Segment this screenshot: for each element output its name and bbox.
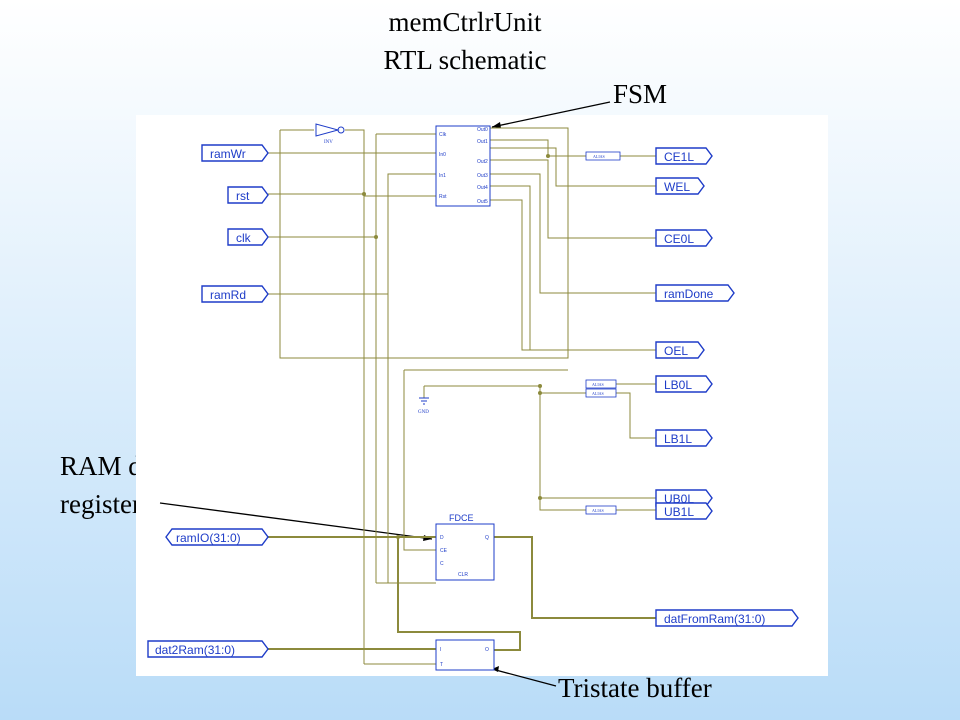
title-line-1: memCtrlrUnit <box>388 7 542 37</box>
fdce-pin-ce: CE <box>440 548 448 554</box>
register-callout-line-2: register <box>60 489 141 519</box>
ground-symbol <box>419 397 429 405</box>
port-dat2Ram: dat2Ram(31:0) <box>147 640 269 658</box>
inverter-gate: INV <box>315 123 345 145</box>
fdce-register: FDCE D CE C CLR Q <box>435 513 495 581</box>
wires <box>262 127 656 665</box>
port-label: ramIO(31:0) <box>176 531 241 545</box>
alias-label: ALIAS <box>592 382 604 387</box>
port-UB1L: UB1L <box>655 502 713 520</box>
port-label: UB1L <box>664 505 694 519</box>
alias-lb0l: ALIAS <box>585 379 617 389</box>
fdce-pin-clr: CLR <box>458 572 468 578</box>
ground-label: GND <box>418 410 429 415</box>
port-label: WEL <box>664 180 690 194</box>
port-label: OEL <box>664 344 688 358</box>
port-datFromRam: datFromRam(31:0) <box>655 609 799 627</box>
port-label: ramRd <box>210 288 246 302</box>
alias-label: ALIAS <box>592 391 604 396</box>
fsm-pin-out2: Out2 <box>477 159 488 165</box>
port-OEL: OEL <box>655 341 705 359</box>
alias-ce1l: ALIAS <box>585 151 621 161</box>
port-label: CE1L <box>664 150 694 164</box>
port-label: CE0L <box>664 232 694 246</box>
alias-label: ALIAS <box>592 508 604 513</box>
port-rst: rst <box>227 186 269 204</box>
alias-ub1l: ALIAS <box>585 505 617 515</box>
port-label: LB1L <box>664 432 692 446</box>
port-label: datFromRam(31:0) <box>664 612 765 626</box>
tristate-callout: Tristate buffer <box>558 673 712 703</box>
port-label: clk <box>236 231 252 245</box>
fsm-pin-in0: In0 <box>439 152 446 158</box>
fsm-pin-out0: Out0 <box>477 127 488 133</box>
alias-boxes: ALIAS ALIAS ALIAS ALIAS <box>585 151 621 515</box>
tristate-pin-i: I <box>440 647 441 653</box>
port-CE1L: CE1L <box>655 147 713 165</box>
fdce-pin-c: C <box>440 561 444 567</box>
fsm-pin-clk: Clk <box>439 132 447 138</box>
fsm-callout: FSM <box>613 79 668 109</box>
port-WEL: WEL <box>655 177 705 195</box>
fsm-pin-out5: Out5 <box>477 199 488 205</box>
port-label: ramDone <box>664 287 714 301</box>
fsm-pin-out3: Out3 <box>477 173 488 179</box>
port-ramDone: ramDone <box>655 284 735 302</box>
fsm-pin-rst: Rst <box>439 194 447 200</box>
title-line-2: RTL schematic <box>383 45 547 75</box>
port-CE0L: CE0L <box>655 229 713 247</box>
inverter-label: INV <box>324 140 333 145</box>
port-ramIO: ramIO(31:0) <box>165 528 269 546</box>
schematic-canvas <box>136 115 828 676</box>
tristate-pin-o: O <box>485 647 489 653</box>
input-ports: ramWr rst clk ramRd ramIO(31:0) dat2Ram(… <box>147 144 269 658</box>
tristate-buffer: I T O <box>435 639 495 671</box>
fdce-label: FDCE <box>449 513 474 523</box>
output-ports: CE1L WEL CE0L ramDone OEL LB0L LB1L UB0 <box>655 147 799 627</box>
port-label: dat2Ram(31:0) <box>155 643 235 657</box>
port-clk: clk <box>227 228 269 246</box>
port-label: LB0L <box>664 378 692 392</box>
wire-junctions <box>362 154 550 539</box>
port-LB0L: LB0L <box>655 375 713 393</box>
fsm-block: Clk In0 In1 Rst Out0 Out1 Out2 Out3 Out4… <box>435 125 491 207</box>
callout-leaders <box>159 101 611 687</box>
port-label: rst <box>236 189 250 203</box>
port-label: ramWr <box>210 147 246 161</box>
port-ramWr: ramWr <box>201 144 269 162</box>
alias-lb1l: ALIAS <box>585 388 617 398</box>
fsm-pin-in1: In1 <box>439 173 446 179</box>
port-LB1L: LB1L <box>655 429 713 447</box>
alias-label: ALIAS <box>593 154 605 159</box>
fdce-pin-q: Q <box>485 535 489 541</box>
fsm-pin-out4: Out4 <box>477 185 488 191</box>
callout-arrowheads <box>423 122 501 672</box>
fsm-pin-out1: Out1 <box>477 139 488 145</box>
tristate-pin-t: T <box>440 662 443 668</box>
port-ramRd: ramRd <box>201 285 269 303</box>
fdce-pin-d: D <box>440 535 444 541</box>
